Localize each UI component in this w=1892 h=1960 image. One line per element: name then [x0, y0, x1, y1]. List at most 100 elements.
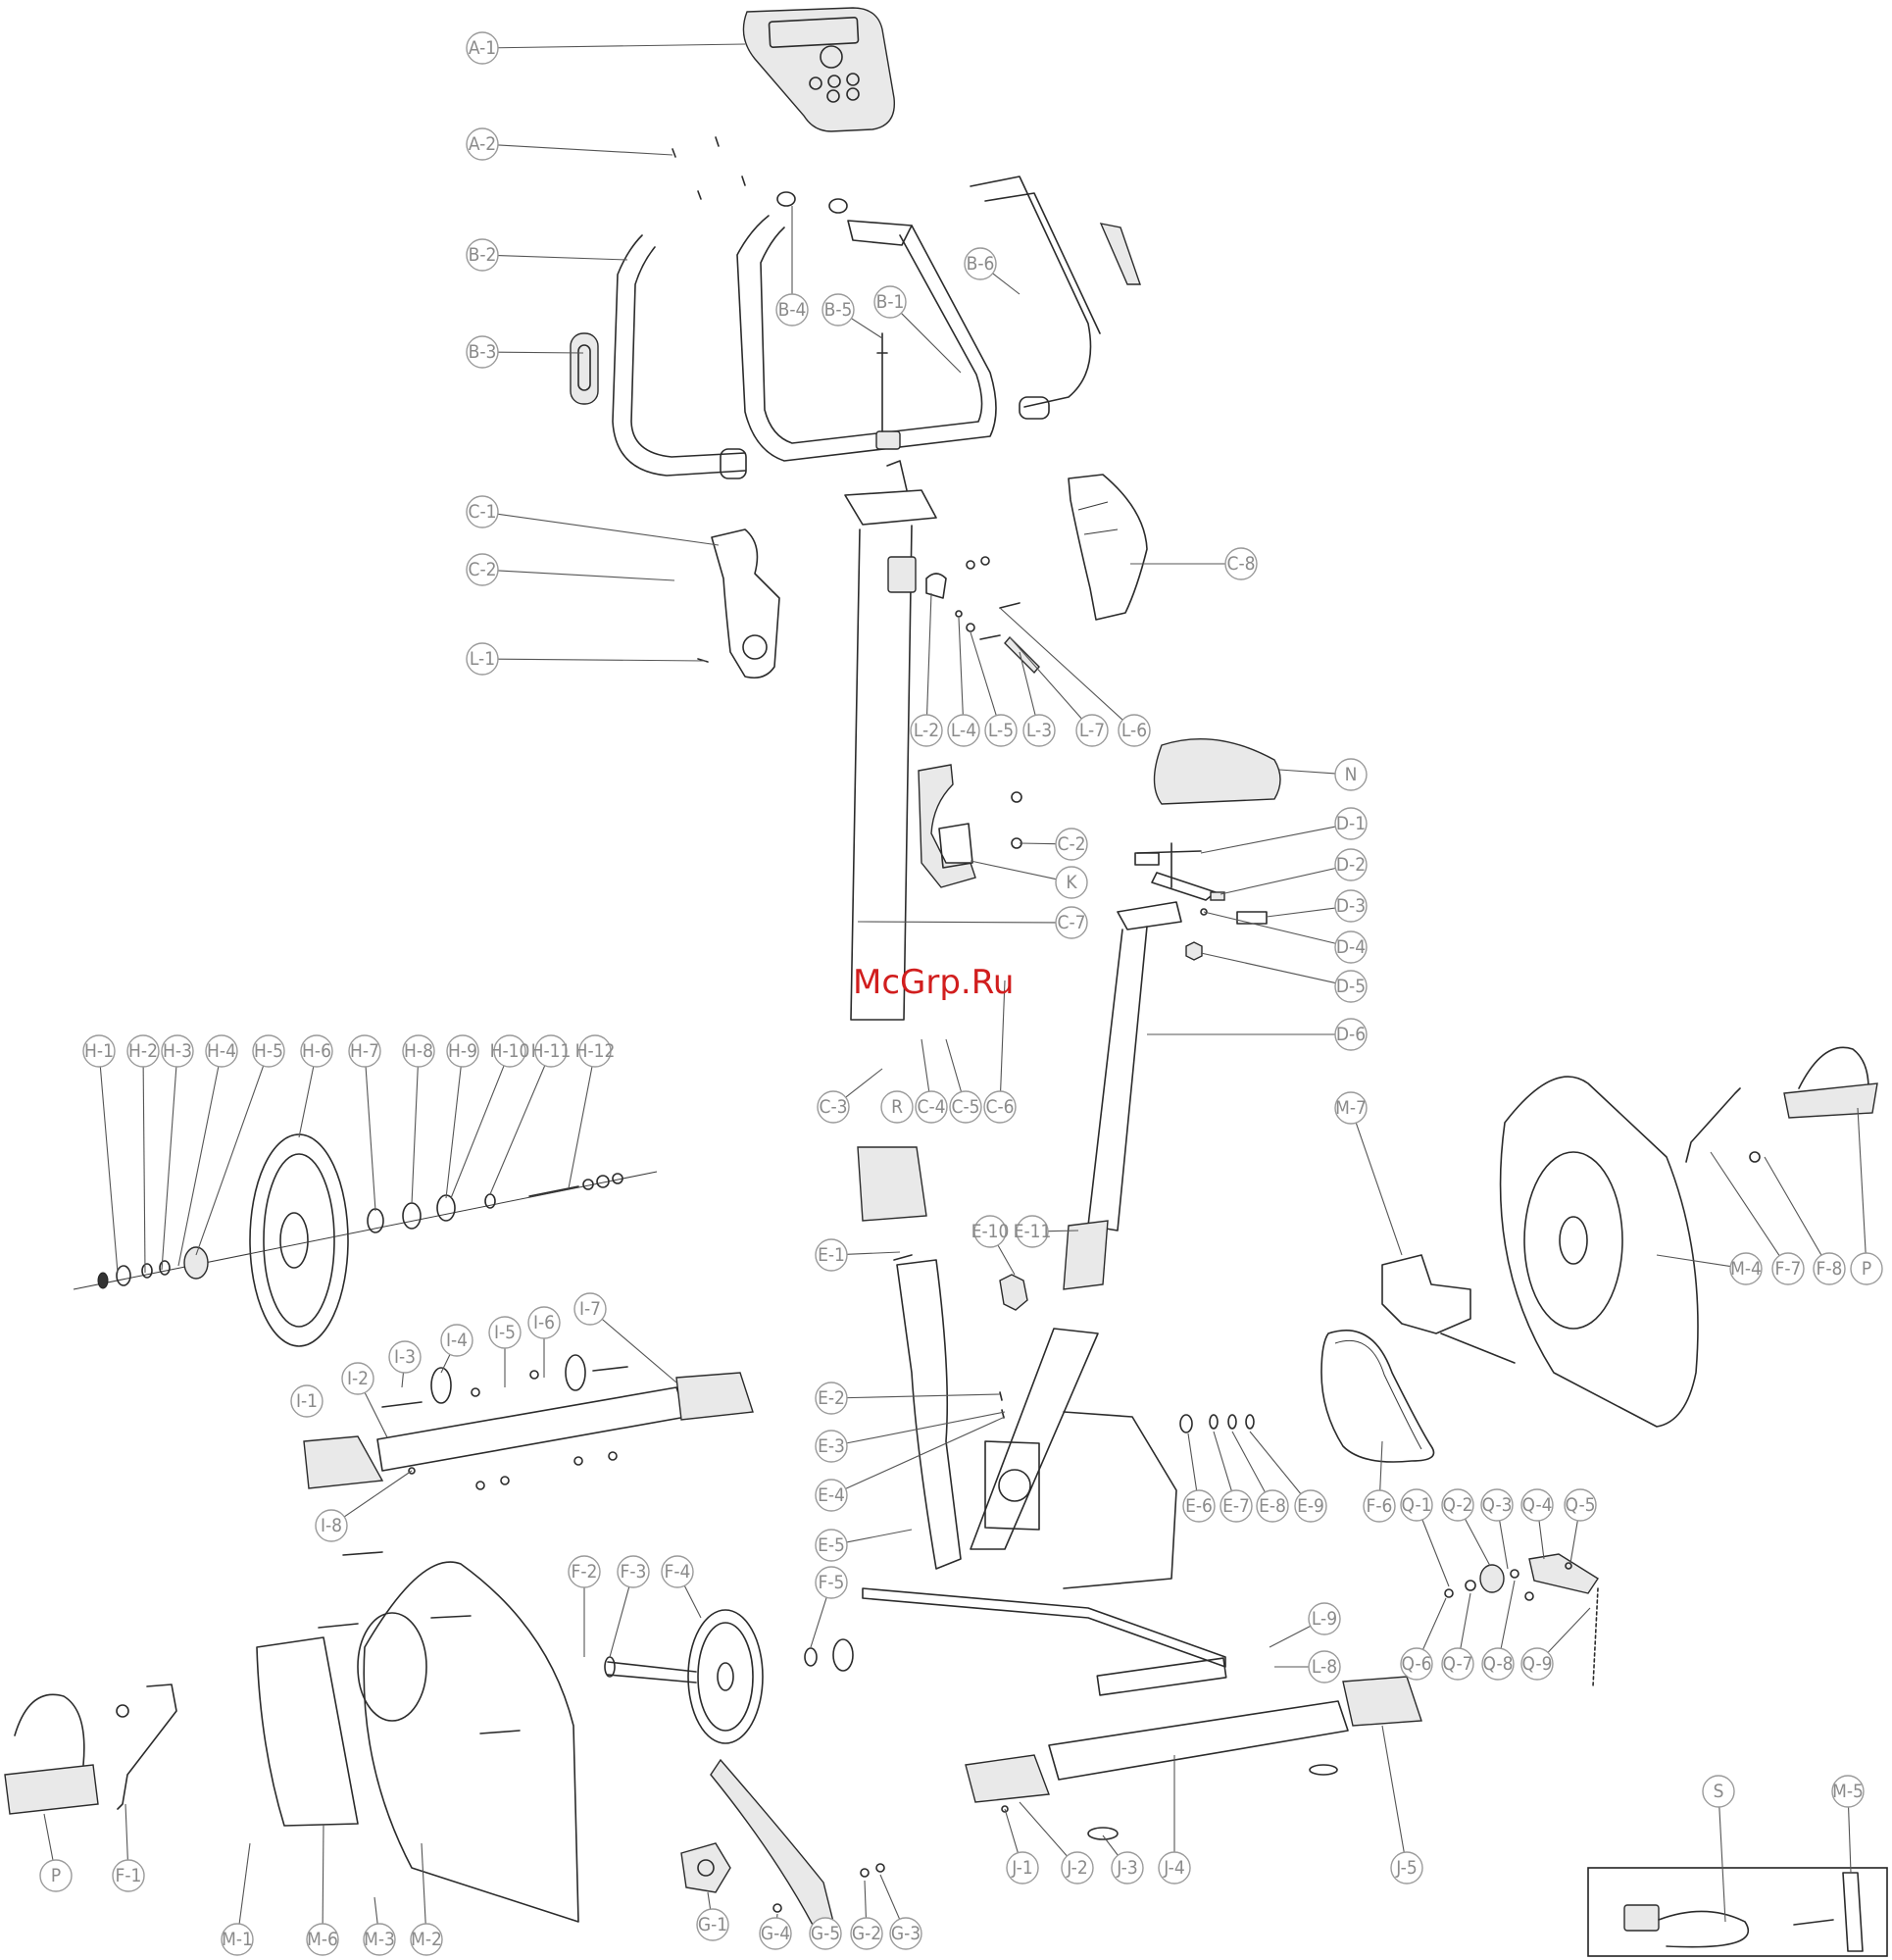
part-label: I-6 — [527, 1306, 561, 1339]
leader-line — [365, 1066, 376, 1212]
part-label: G-4 — [759, 1917, 792, 1950]
part-label: C-1 — [466, 495, 499, 528]
part-label: I-3 — [388, 1340, 422, 1374]
console-part — [742, 7, 896, 132]
label-text: C-8 — [1227, 553, 1256, 575]
part-label: M-5 — [1831, 1775, 1865, 1808]
label-text: C-4 — [918, 1096, 946, 1118]
label-circle — [1400, 1647, 1433, 1681]
seat-post-part — [1087, 901, 1182, 1231]
label-circle — [1481, 1647, 1515, 1681]
seat-part — [1153, 737, 1281, 805]
leader-line — [489, 1065, 546, 1195]
label-circle — [1006, 1851, 1039, 1885]
leader-line — [851, 318, 883, 339]
part-label: G-1 — [696, 1908, 729, 1941]
leader-line — [1200, 952, 1336, 984]
label-circle — [1363, 1489, 1396, 1523]
left-pedal-part — [4, 1684, 177, 1815]
leader-line — [864, 1880, 867, 1919]
leader-line — [1004, 1808, 1019, 1853]
label-circle — [1390, 1851, 1423, 1885]
part-label: C-2 — [466, 553, 499, 586]
part-label: H-4 — [205, 1034, 238, 1068]
label-circle — [1308, 1650, 1341, 1684]
label-circle — [1055, 866, 1088, 899]
label-text: E-6 — [1185, 1495, 1213, 1517]
leader-line — [497, 513, 720, 546]
part-label: F-3 — [617, 1555, 650, 1588]
part-label: H-1 — [82, 1034, 116, 1068]
leader-line — [879, 1874, 901, 1920]
label-circle — [1520, 1647, 1554, 1681]
tension-assembly-part — [697, 556, 1040, 675]
label-text: N — [1345, 764, 1358, 785]
part-label: F-8 — [1813, 1252, 1846, 1285]
label-text: H-12 — [575, 1040, 616, 1062]
label-text: E-3 — [818, 1435, 845, 1457]
label-circle — [1850, 1252, 1883, 1285]
label-circle — [1061, 1851, 1094, 1885]
part-label: C-7 — [1055, 906, 1088, 939]
label-text: I-6 — [533, 1312, 555, 1333]
leader-line — [1422, 1597, 1447, 1650]
leader-line — [958, 617, 964, 716]
label-text: S — [1714, 1781, 1724, 1802]
leader-line — [1500, 1580, 1516, 1649]
label-text: J-5 — [1395, 1857, 1417, 1879]
label-circle — [1118, 714, 1151, 747]
part-label: B-1 — [873, 285, 907, 319]
label-text: J-3 — [1116, 1857, 1137, 1879]
label-circle — [983, 1090, 1017, 1124]
tension-bracket-part — [680, 1758, 885, 1928]
label-circle — [617, 1555, 650, 1588]
label-circle — [1813, 1252, 1846, 1285]
leader-line — [970, 631, 997, 716]
part-label: Q-3 — [1480, 1488, 1514, 1522]
label-circle — [815, 1566, 848, 1599]
part-label: E-6 — [1182, 1489, 1216, 1523]
label-text: M-7 — [1335, 1097, 1367, 1119]
leader-line — [497, 351, 584, 354]
label-circle — [573, 1292, 607, 1326]
part-label: L-3 — [1022, 714, 1056, 747]
part-label: J-2 — [1061, 1851, 1094, 1885]
part-label: H-3 — [161, 1034, 194, 1068]
label-text: L-3 — [1026, 720, 1052, 741]
part-label: F-1 — [112, 1859, 145, 1892]
label-text: B-3 — [469, 341, 497, 363]
label-circle — [578, 1034, 612, 1068]
label-text: D-5 — [1336, 976, 1366, 997]
label-text: H-3 — [163, 1040, 192, 1062]
label-text: G-2 — [852, 1923, 881, 1944]
leader-line — [497, 570, 675, 581]
part-label: E-8 — [1256, 1489, 1289, 1523]
leader-line — [846, 1393, 1001, 1399]
label-text: L-2 — [914, 720, 939, 741]
label-circle — [1729, 1252, 1763, 1285]
label-text: H-8 — [404, 1040, 433, 1062]
leader-line — [997, 1244, 1016, 1276]
label-text: A-1 — [469, 37, 496, 59]
label-text: I-1 — [296, 1390, 318, 1412]
label-text: F-1 — [116, 1865, 142, 1886]
rear-stabilizer-part — [303, 1354, 754, 1490]
label-text: C-1 — [469, 501, 497, 523]
label-text: B-1 — [876, 291, 905, 313]
leader-line — [1019, 1801, 1068, 1857]
label-circle — [1480, 1488, 1514, 1522]
part-label: R — [880, 1090, 914, 1124]
label-text: J-1 — [1011, 1857, 1032, 1879]
leader-line — [707, 1891, 712, 1910]
leader-line — [1848, 1806, 1852, 1874]
leader-line — [177, 1066, 220, 1267]
part-label: H-10 — [490, 1034, 530, 1068]
label-text: H-6 — [302, 1040, 331, 1062]
label-circle — [1111, 1851, 1144, 1885]
leader-line — [322, 1823, 324, 1925]
shroud-right-part — [1068, 474, 1148, 621]
label-text: H-10 — [490, 1040, 530, 1062]
label-circle — [1224, 547, 1258, 580]
label-circle — [1831, 1775, 1865, 1808]
label-text: P — [1862, 1258, 1871, 1280]
